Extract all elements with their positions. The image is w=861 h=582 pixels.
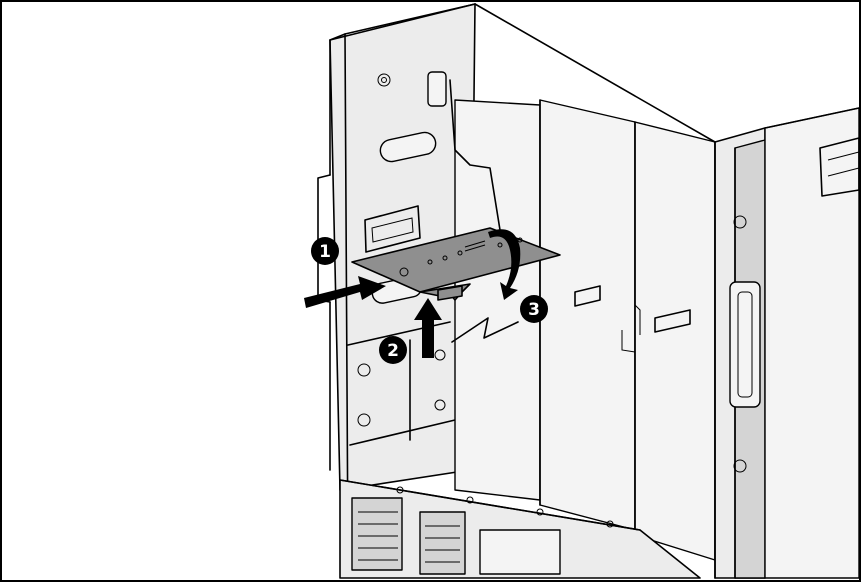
- insert-arrow: [304, 276, 386, 308]
- enclosure-left-wall: [317, 3, 476, 561]
- divider-clip: [574, 285, 601, 307]
- top-latch: [427, 71, 447, 107]
- callout-2-label: 2: [387, 341, 399, 361]
- tray-tab: [437, 285, 463, 301]
- rotate-arrow: [488, 229, 521, 300]
- enclosure-top-edge: [474, 3, 716, 143]
- screw: [357, 413, 371, 427]
- interior-dividers: [449, 79, 716, 561]
- screw: [434, 399, 446, 411]
- blank-tray: [351, 227, 561, 301]
- door-handle: [729, 281, 761, 408]
- screw: [434, 349, 446, 361]
- break-line: [451, 317, 519, 343]
- bottom-bays: [339, 479, 701, 579]
- screw: [377, 73, 391, 87]
- screw: [733, 215, 747, 229]
- callout-2: 2: [379, 336, 407, 364]
- lift-arrow: [414, 298, 442, 358]
- panel-handle: [364, 205, 421, 253]
- screw: [357, 363, 371, 377]
- bay-module: [479, 529, 561, 575]
- callout-1: 1: [311, 237, 339, 265]
- enclosure-top-edge: [344, 3, 476, 35]
- bay-module: [419, 511, 466, 575]
- callout-1-label: 1: [319, 242, 331, 262]
- panel-slot: [379, 131, 437, 163]
- bay-module: [351, 497, 403, 571]
- divider-clip: [654, 309, 691, 333]
- callout-3-label: 3: [528, 300, 540, 320]
- callout-3: 3: [520, 295, 548, 323]
- enclosure-right-wall: [764, 107, 860, 579]
- enclosure-right-frame: [714, 127, 766, 579]
- screw: [733, 459, 747, 473]
- side-vent: [819, 137, 860, 197]
